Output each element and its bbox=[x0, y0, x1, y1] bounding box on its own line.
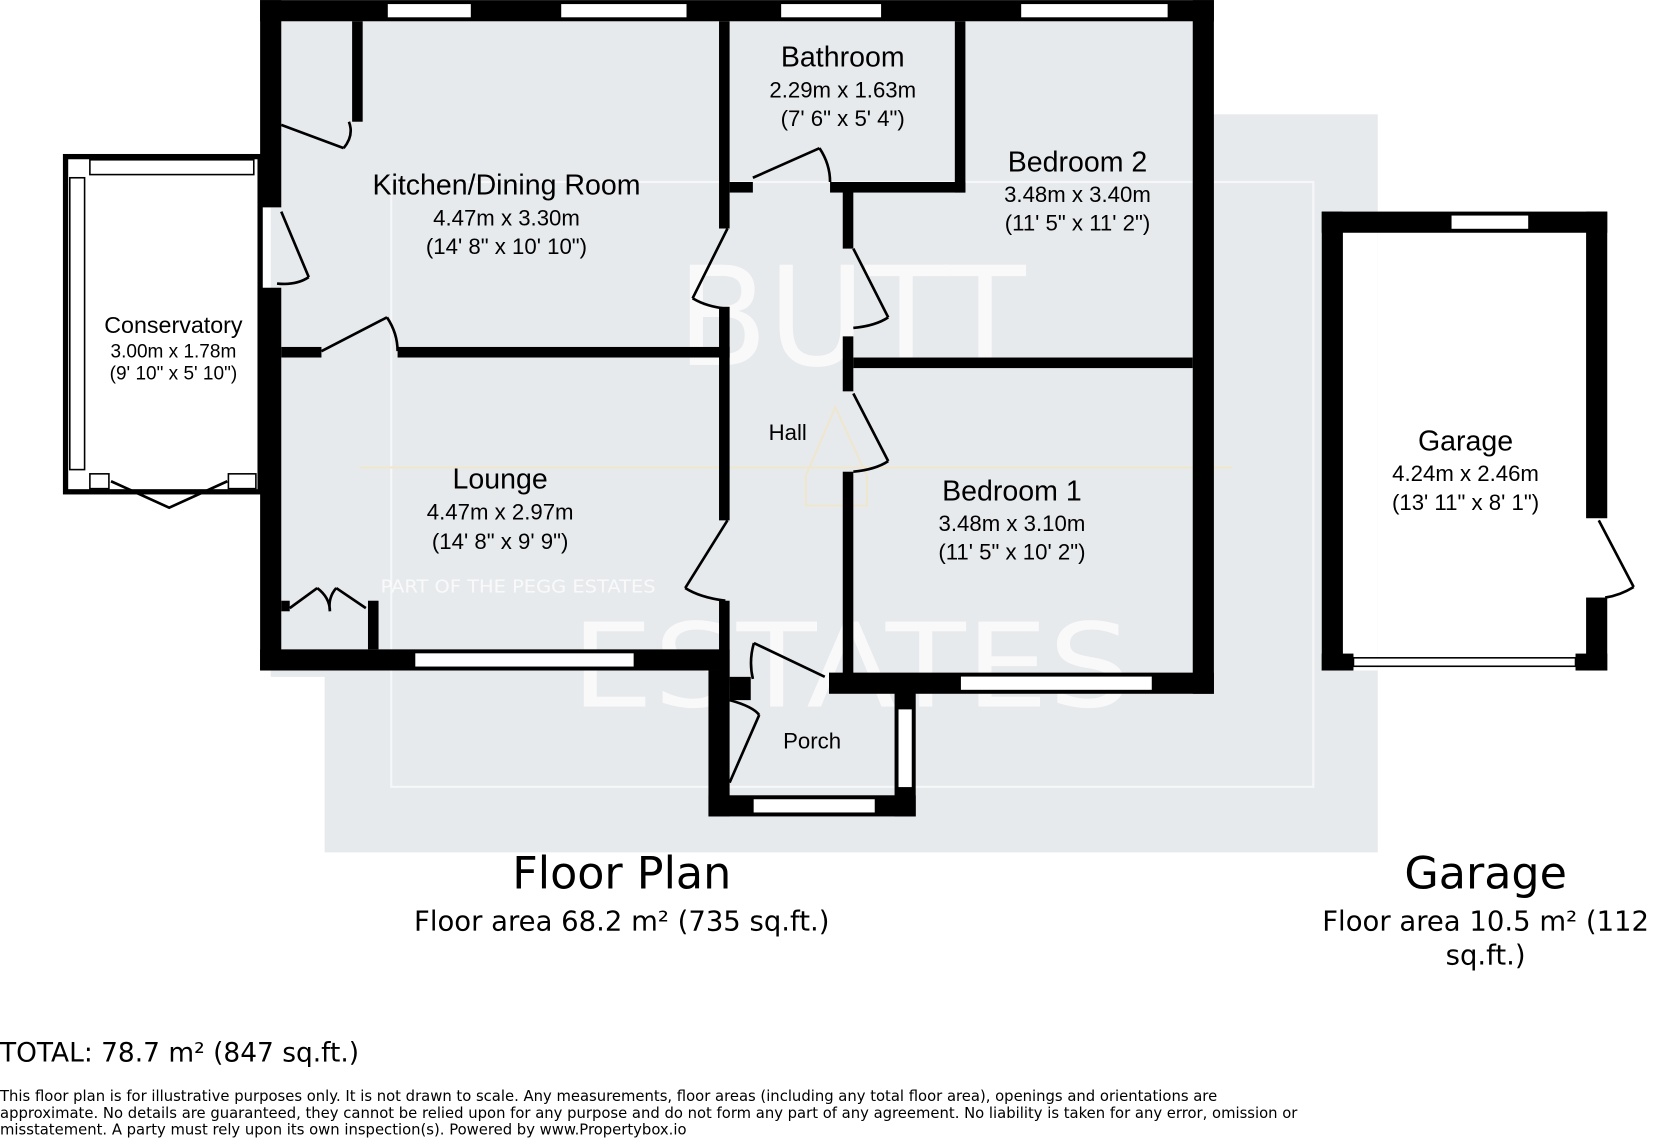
room-name: Kitchen/Dining Room bbox=[372, 170, 640, 202]
room-metric: 3.48m x 3.10m bbox=[939, 511, 1086, 536]
room-name: Conservatory bbox=[104, 312, 243, 338]
floor-plan-area: Floor area 68.2 m² (735 sq.ft.) bbox=[414, 906, 829, 938]
room-name: Bedroom 1 bbox=[942, 475, 1082, 507]
room-imperial: (9' 10" x 5' 10") bbox=[110, 364, 238, 385]
room-imperial: (11' 5" x 10' 2") bbox=[938, 539, 1085, 564]
room-conservatory: Conservatory 3.00m x 1.78m (9' 10" x 5' … bbox=[104, 312, 243, 385]
room-bathroom: Bathroom 2.29m x 1.63m (7' 6" x 5' 4") bbox=[769, 42, 916, 131]
total-area: TOTAL: 78.7 m² (847 sq.ft.) bbox=[0, 1038, 359, 1069]
garage-area-line2: sq.ft.) bbox=[1446, 939, 1526, 971]
room-name: Bathroom bbox=[781, 42, 905, 74]
walls bbox=[62, 0, 1608, 817]
room-metric: 4.24m x 2.46m bbox=[1392, 461, 1539, 486]
disclaimer-line-3: misstatement. A party must rely upon its… bbox=[0, 1122, 687, 1138]
room-kitchen: Kitchen/Dining Room 4.47m x 3.30m (14' 8… bbox=[372, 170, 640, 259]
room-hall: Hall bbox=[769, 420, 807, 445]
room-metric: 4.47m x 2.97m bbox=[427, 499, 574, 524]
room-name: Garage bbox=[1418, 426, 1513, 458]
room-imperial: (7' 6" x 5' 4") bbox=[781, 106, 905, 131]
room-bedroom-1: Bedroom 1 3.48m x 3.10m (11' 5" x 10' 2"… bbox=[938, 475, 1085, 564]
room-porch: Porch bbox=[783, 729, 841, 754]
svg-text:PART OF THE PEGG ESTATES: PART OF THE PEGG ESTATES bbox=[381, 576, 656, 597]
disclaimer-line-2: approximate. No details are guaranteed, … bbox=[0, 1105, 1298, 1122]
garage-title: Garage bbox=[1404, 848, 1567, 899]
room-metric: 4.47m x 3.30m bbox=[433, 205, 580, 230]
room-imperial: (13' 11" x 8' 1") bbox=[1392, 490, 1539, 515]
room-name: Hall bbox=[769, 420, 807, 445]
room-garage: Garage 4.24m x 2.46m (13' 11" x 8' 1") bbox=[1392, 426, 1539, 515]
room-imperial: (11' 5" x 11' 2") bbox=[1005, 211, 1151, 236]
room-metric: 3.48m x 3.40m bbox=[1004, 182, 1151, 207]
garage-area-line1: Floor area 10.5 m² (112 bbox=[1322, 906, 1649, 938]
room-name: Lounge bbox=[453, 464, 548, 496]
room-lounge: Lounge 4.47m x 2.97m (14' 8" x 9' 9") bbox=[427, 464, 574, 554]
disclaimer-line-1: This floor plan is for illustrative purp… bbox=[0, 1088, 1217, 1105]
room-imperial: (14' 8" x 9' 9") bbox=[432, 529, 568, 554]
room-imperial: (14' 8" x 10' 10") bbox=[426, 234, 587, 259]
room-bedroom-2: Bedroom 2 3.48m x 3.40m (11' 5" x 11' 2"… bbox=[1004, 146, 1151, 235]
floor-plan-title: Floor Plan bbox=[512, 848, 731, 899]
room-name: Bedroom 2 bbox=[1008, 146, 1148, 178]
room-name: Porch bbox=[783, 729, 841, 754]
room-metric: 2.29m x 1.63m bbox=[769, 77, 916, 102]
doors bbox=[110, 121, 1635, 784]
room-metric: 3.00m x 1.78m bbox=[111, 342, 237, 363]
